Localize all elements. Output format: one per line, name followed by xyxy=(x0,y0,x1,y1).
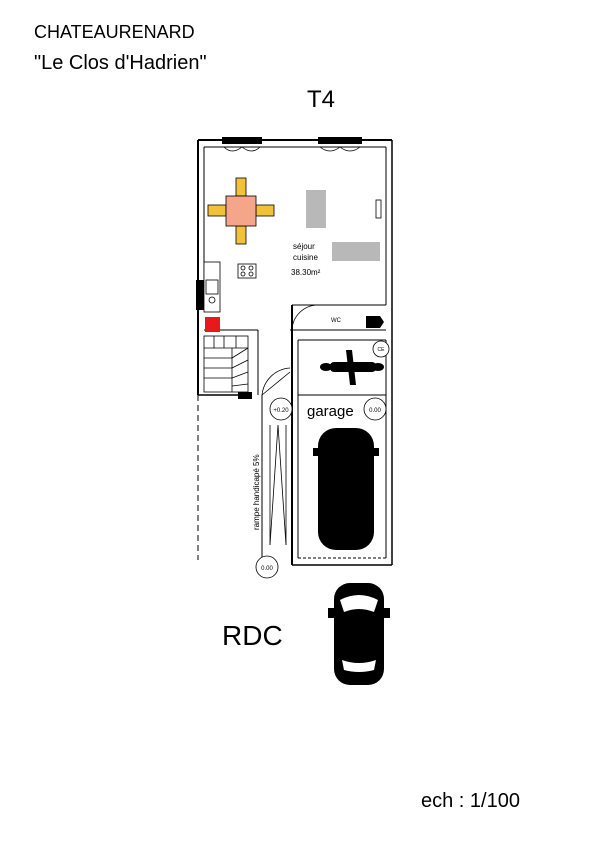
windows xyxy=(196,137,362,399)
outside-level: 0.00 xyxy=(261,566,273,572)
garage-level: 0.00 xyxy=(369,408,381,414)
chair-top xyxy=(235,177,247,197)
outside-level-marker xyxy=(255,555,279,579)
room-area: 38.30m² xyxy=(291,268,321,277)
ce-marker xyxy=(372,340,390,358)
project-name: "Le Clos d'Hadrien" xyxy=(34,52,207,74)
ce-label: CE xyxy=(378,347,386,353)
motorcycle-icon xyxy=(320,350,384,385)
unit-type: T4 xyxy=(307,86,336,113)
ramp-label: rampe handicapé 5% xyxy=(252,454,261,530)
level-name: RDC xyxy=(222,620,283,651)
kitchen-furniture xyxy=(306,190,380,261)
city-name: CHATEAURENARD xyxy=(34,22,195,42)
garage-label: garage xyxy=(307,403,354,420)
radiator xyxy=(375,199,382,219)
ramp-arrow xyxy=(269,424,287,546)
dining-set xyxy=(207,177,275,245)
wc-door xyxy=(291,304,319,331)
toilet-icon xyxy=(366,316,384,328)
chair-right xyxy=(255,204,275,217)
scale-label: ech : 1/100 xyxy=(421,790,520,812)
room-name-line2: cuisine xyxy=(293,253,318,262)
wc-label: WC xyxy=(331,318,342,324)
cooktop xyxy=(237,263,257,279)
kitchen-counter-vertical xyxy=(306,190,326,228)
dining-table xyxy=(225,195,257,227)
kitchen-counter-horizontal xyxy=(332,242,380,261)
equipment-red xyxy=(205,317,220,332)
appliances xyxy=(203,261,257,332)
entry-level: +0.20 xyxy=(273,408,289,414)
entry-level-marker xyxy=(269,397,293,421)
garage-level-marker xyxy=(363,397,387,421)
walls xyxy=(197,139,393,566)
staircase xyxy=(203,335,249,393)
car-icon-garage xyxy=(313,428,379,550)
chair-bottom xyxy=(235,225,247,245)
entry-door xyxy=(261,367,291,396)
chair-left xyxy=(207,204,227,217)
room-name-line1: séjour xyxy=(293,242,315,251)
car-icon-outside xyxy=(328,583,390,685)
